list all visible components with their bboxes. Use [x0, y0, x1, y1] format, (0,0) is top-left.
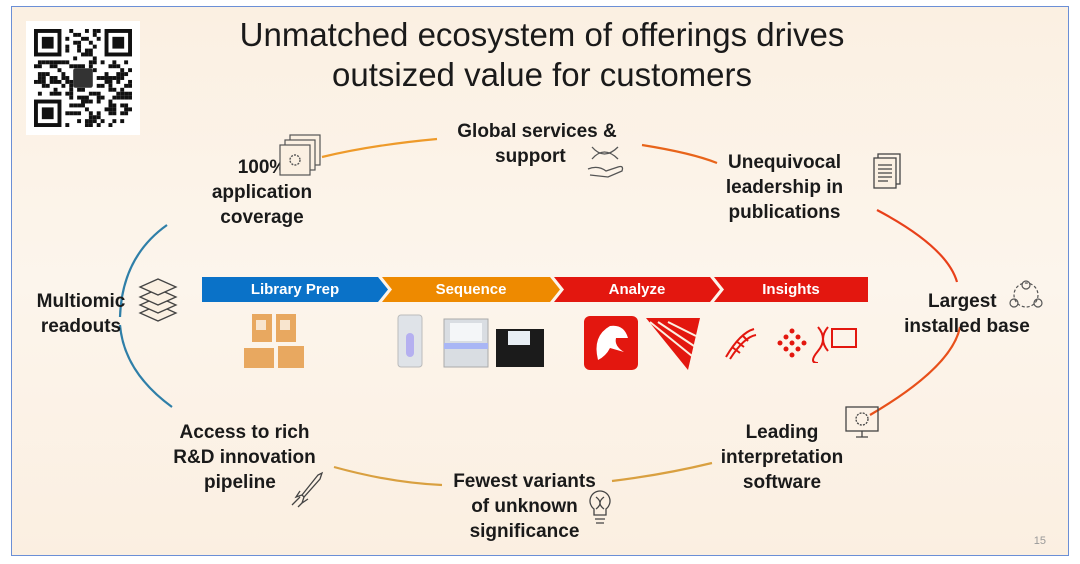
step-label: Library Prep	[250, 281, 340, 298]
label-line: support	[495, 146, 566, 167]
label-installed-base: Largest installed base	[892, 289, 1042, 339]
lightbulb-dna-icon	[587, 489, 613, 534]
library-prep-kits-image	[244, 312, 306, 375]
label-multiomic: Multiomic readouts	[26, 289, 136, 339]
label-line: interpretation	[720, 447, 844, 468]
insights-icons	[720, 323, 860, 368]
label-interpretation-software: Leading interpretation software	[702, 420, 862, 495]
label-line: pipeline	[204, 472, 276, 493]
document-icon	[870, 152, 904, 197]
hand-dna-icon	[584, 143, 626, 184]
label-line: Fewest variants	[453, 471, 596, 492]
label-line: installed base	[904, 316, 1030, 337]
slide: Unmatched ecosystem of offerings drives …	[11, 6, 1069, 556]
label-line: 100%	[237, 157, 287, 178]
workflow-step-insights: Insights	[714, 277, 868, 302]
label-line: Unequivocal	[728, 152, 841, 173]
label-line: software	[742, 472, 822, 493]
workflow-step-analyze: Analyze	[554, 277, 720, 302]
slide-title: Unmatched ecosystem of offerings drives …	[162, 15, 922, 95]
label-rd-pipeline: Access to rich R&D innovation pipeline	[162, 420, 327, 495]
title-line-2: outsized value for customers	[331, 56, 753, 93]
label-line: publications	[728, 202, 841, 223]
label-line: Leading	[745, 422, 819, 443]
label-line: coverage	[220, 207, 304, 228]
sequencer-instruments-image	[396, 313, 546, 376]
step-label: Insights	[762, 281, 820, 298]
monitor-gear-icon	[842, 405, 882, 446]
label-line: leadership in	[725, 177, 844, 198]
workflow-step-library-prep: Library Prep	[202, 277, 388, 302]
label-line: of unknown	[471, 496, 578, 517]
title-line-1: Unmatched ecosystem of offerings drives	[239, 16, 845, 53]
label-line: significance	[469, 521, 580, 542]
people-network-icon	[1008, 279, 1044, 318]
label-application-coverage: 100% application coverage	[202, 155, 322, 230]
label-line: Largest	[928, 291, 997, 312]
layers-icon	[136, 275, 180, 330]
cycle-ring	[118, 137, 962, 487]
label-line: Access to rich	[179, 422, 310, 443]
step-label: Analyze	[608, 281, 666, 298]
step-label: Sequence	[435, 281, 507, 298]
label-line: Multiomic	[36, 291, 126, 312]
label-publications: Unequivocal leadership in publications	[712, 150, 857, 225]
rocket-icon	[288, 469, 328, 514]
label-global-services: Global services & support	[437, 119, 637, 169]
label-line: R&D innovation	[173, 447, 316, 468]
label-line: application	[211, 182, 313, 203]
workflow-step-sequence: Sequence	[382, 277, 560, 302]
analysis-software-logos	[584, 316, 704, 377]
qr-code	[26, 21, 140, 135]
gear-stack-icon	[278, 133, 324, 184]
label-fewest-variants: Fewest variants of unknown significance	[437, 469, 612, 544]
page-number: 15	[1033, 535, 1046, 547]
label-line: Global services &	[457, 121, 617, 142]
label-line: readouts	[40, 316, 122, 337]
